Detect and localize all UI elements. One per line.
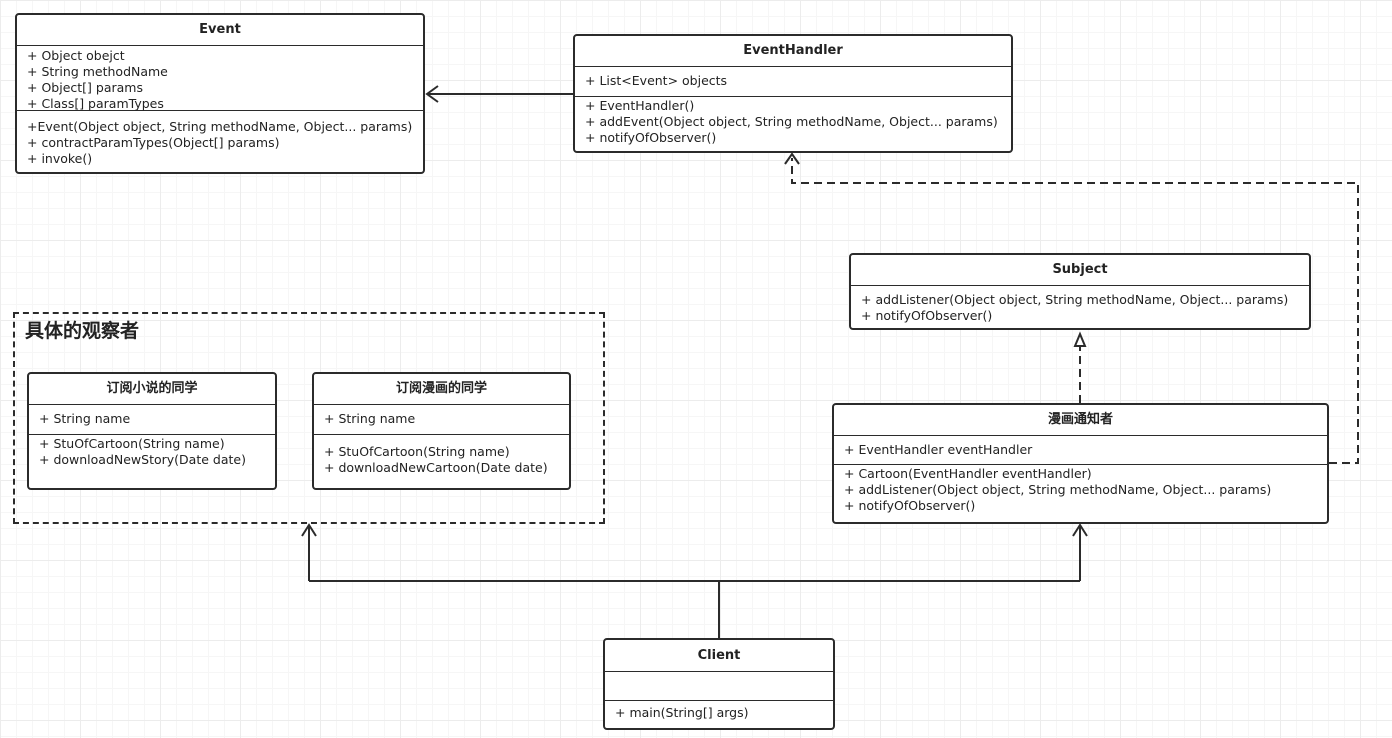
method: + notifyOfObserver(): [585, 130, 717, 145]
method: + addListener(Object object, String meth…: [844, 482, 1272, 497]
class-novel-subscriber-attributes: + String name: [29, 405, 275, 435]
package-title: 具体的观察者: [25, 320, 140, 342]
class-event[interactable]: Event + Object obejct + String methodNam…: [15, 13, 425, 174]
method: + StuOfCartoon(String name): [39, 436, 225, 451]
class-cartoon-subscriber-methods: + StuOfCartoon(String name) + downloadNe…: [314, 435, 569, 478]
class-client-attributes: [605, 672, 833, 701]
method: + Cartoon(EventHandler eventHandler): [844, 466, 1092, 481]
association-arrowhead: [425, 85, 439, 103]
class-event-handler-attributes: + List<Event> objects: [575, 67, 1011, 97]
method: + addEvent(Object object, String methodN…: [585, 114, 998, 129]
attribute: + Object[] params: [27, 80, 143, 95]
method: + notifyOfObserver(): [844, 498, 976, 513]
attribute: + Object obejct: [27, 48, 125, 63]
client-to-notifier-arrowhead: [1072, 523, 1088, 537]
realization-arrowhead: [1073, 331, 1087, 347]
class-event-handler-name: EventHandler: [575, 36, 1011, 67]
class-cartoon-subscriber-attributes: + String name: [314, 405, 569, 435]
method: + addListener(Object object, String meth…: [861, 292, 1289, 307]
method: + downloadNewStory(Date date): [39, 452, 246, 467]
class-novel-subscriber-name: 订阅小说的同学: [29, 374, 275, 405]
attribute: + EventHandler eventHandler: [844, 442, 1033, 457]
class-event-methods: +Event(Object object, String methodName,…: [17, 111, 423, 169]
class-cartoon-notifier-name: 漫画通知者: [834, 405, 1327, 436]
method: + EventHandler(): [585, 98, 695, 113]
class-cartoon-subscriber-name: 订阅漫画的同学: [314, 374, 569, 405]
class-event-name: Event: [17, 15, 423, 46]
class-subject[interactable]: Subject + addListener(Object object, Str…: [849, 253, 1311, 330]
class-client-methods: + main(String[] args): [605, 701, 833, 723]
attribute: + String name: [39, 411, 131, 426]
class-event-handler[interactable]: EventHandler + List<Event> objects + Eve…: [573, 34, 1013, 153]
package-concrete-observers[interactable]: 具体的观察者: [13, 312, 605, 524]
class-novel-subscriber-methods: + StuOfCartoon(String name) + downloadNe…: [29, 435, 275, 470]
class-event-handler-methods: + EventHandler() + addEvent(Object objec…: [575, 97, 1011, 148]
method: + StuOfCartoon(String name): [324, 444, 510, 459]
class-novel-subscriber[interactable]: 订阅小说的同学 + String name + StuOfCartoon(Str…: [27, 372, 277, 490]
class-subject-methods: + addListener(Object object, String meth…: [851, 286, 1309, 326]
class-cartoon-notifier-attributes: + EventHandler eventHandler: [834, 436, 1327, 465]
attribute: + List<Event> objects: [585, 73, 728, 88]
class-cartoon-notifier[interactable]: 漫画通知者 + EventHandler eventHandler + Cart…: [832, 403, 1329, 524]
class-subject-name: Subject: [851, 255, 1309, 286]
method: + main(String[] args): [615, 705, 749, 720]
class-event-attributes: + Object obejct + String methodName + Ob…: [17, 46, 423, 111]
dependency-arrowhead: [784, 152, 800, 165]
attribute: + String name: [324, 411, 416, 426]
class-client-name: Client: [605, 640, 833, 672]
method: + notifyOfObserver(): [861, 308, 993, 323]
method: +Event(Object object, String methodName,…: [27, 119, 413, 134]
method: + downloadNewCartoon(Date date): [324, 460, 548, 475]
method: + contractParamTypes(Object[] params): [27, 135, 280, 150]
attribute: + Class[] paramTypes: [27, 96, 164, 111]
method: + invoke(): [27, 151, 93, 166]
class-cartoon-notifier-methods: + Cartoon(EventHandler eventHandler) + a…: [834, 465, 1327, 516]
client-to-package-arrowhead: [301, 523, 317, 537]
class-client[interactable]: Client + main(String[] args): [603, 638, 835, 730]
class-cartoon-subscriber[interactable]: 订阅漫画的同学 + String name + StuOfCartoon(Str…: [312, 372, 571, 490]
attribute: + String methodName: [27, 64, 168, 79]
